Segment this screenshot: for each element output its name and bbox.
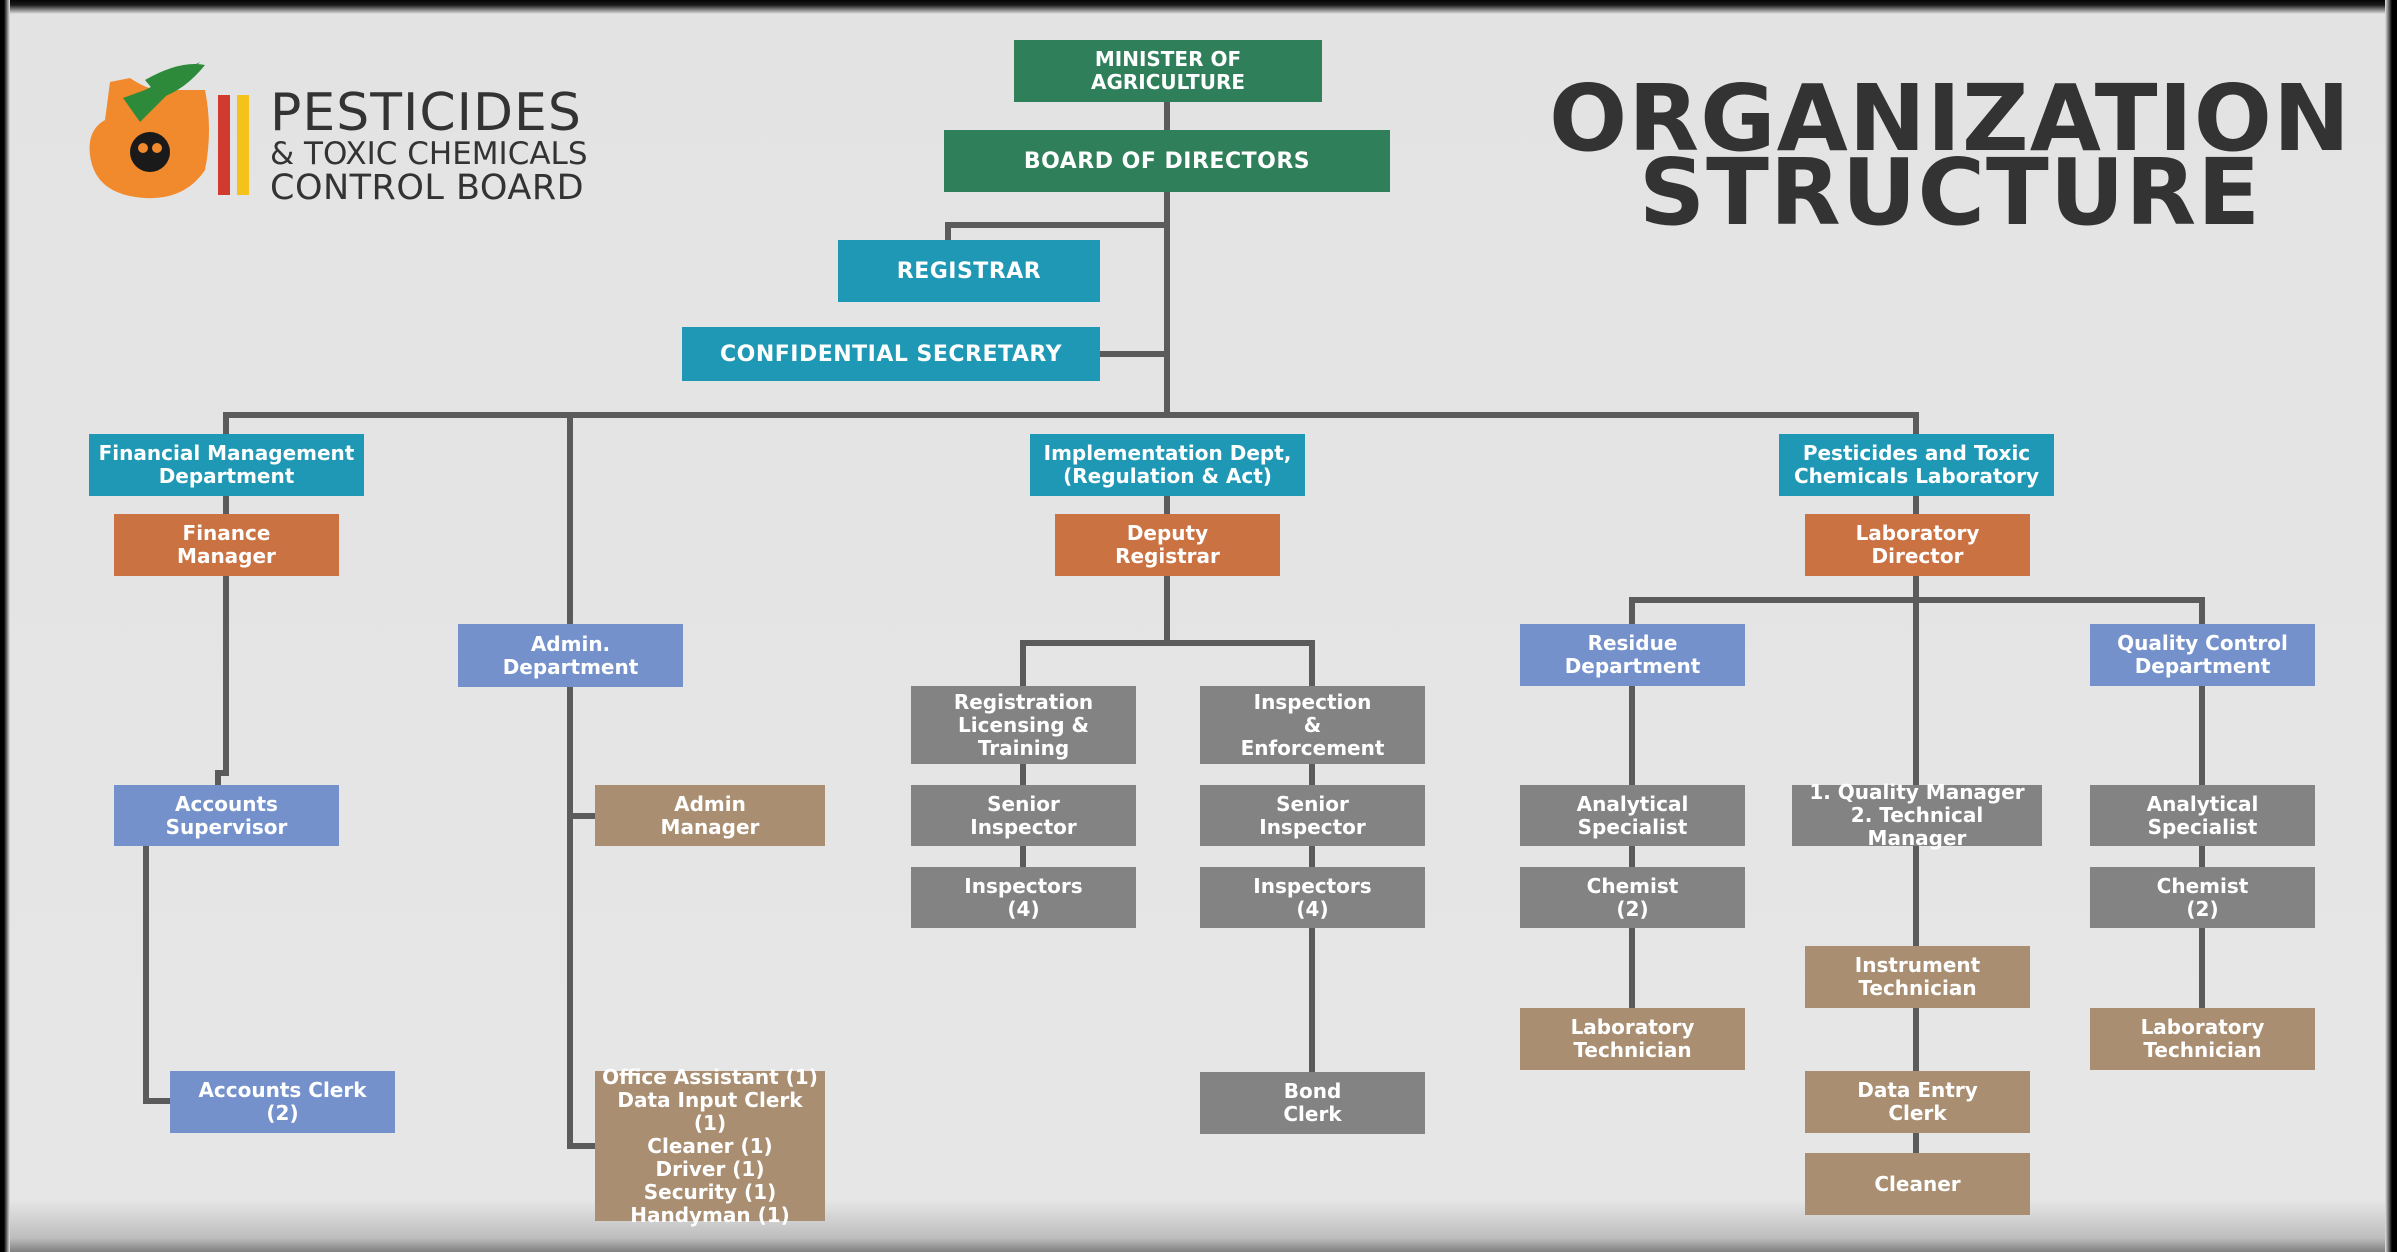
frame-left-edge [0,0,10,1252]
node-data-entry-clerk: Data Entry Clerk [1805,1071,2030,1133]
title-line-2: STRUCTURE [1638,139,2262,246]
logo-line-1: PESTICIDES [270,83,582,143]
node-accounts-supervisor: Accounts Supervisor [114,785,339,846]
node-qc-chemist: Chemist (2) [2090,867,2315,928]
logo-red-bar [218,95,230,195]
node-qc-analytical-specialist: Analytical Specialist [2090,785,2315,846]
logo-yellow-bar [237,95,249,195]
node-residue-chemist: Chemist (2) [1520,867,1745,928]
node-inspection-enforcement: Inspection & Enforcement [1200,686,1425,764]
node-qc-lab-technician: Laboratory Technician [2090,1008,2315,1070]
node-quality-technical-manager: 1. Quality Manager 2. Technical Manager [1792,781,2042,850]
node-pesticides-laboratory: Pesticides and Toxic Chemicals Laborator… [1779,434,2054,496]
node-residue-analytical-specialist: Analytical Specialist [1520,785,1745,846]
node-admin-support-staff: Office Assistant (1) Data Input Clerk (1… [595,1065,825,1226]
node-registration-licensing-training: Registration Licensing & Training [911,686,1136,764]
frame-right-edge [2385,0,2397,1252]
logo-leaf-2 [145,64,205,98]
node-residue-department: Residue Department [1520,624,1745,686]
node-admin-department: Admin. Department [458,624,683,687]
node-financial-management-department: Financial Management Department [89,434,364,496]
node-laboratory-director: Laboratory Director [1805,514,2030,576]
page-title: ORGANIZATION STRUCTURE [1520,65,2380,246]
node-instrument-technician: Instrument Technician [1805,946,2030,1008]
logo-wordmark: PESTICIDES & TOXIC CHEMICALS CONTROL BOA… [270,83,588,208]
node-quality-control-department: Quality Control Department [2090,624,2315,686]
node-insp-senior-inspector: Senior Inspector [1200,785,1425,846]
node-accounts-clerk: Accounts Clerk (2) [170,1071,395,1133]
node-reg-senior-inspector: Senior Inspector [911,785,1136,846]
pesticides-board-logo [89,62,249,199]
node-board-of-directors: BOARD OF DIRECTORS [944,130,1390,192]
node-confidential-secretary: CONFIDENTIAL SECRETARY [682,327,1100,381]
node-insp-inspectors: Inspectors (4) [1200,867,1425,928]
node-admin-manager: Admin Manager [595,785,825,846]
node-implementation-department: Implementation Dept, (Regulation & Act) [1030,434,1305,496]
node-finance-manager: Finance Manager [114,514,339,576]
node-deputy-registrar: Deputy Registrar [1055,514,1280,576]
node-residue-lab-technician: Laboratory Technician [1520,1008,1745,1070]
node-minister: MINISTER OF AGRICULTURE [1014,40,1322,102]
node-cleaner: Cleaner [1805,1153,2030,1215]
logo-line-3: CONTROL BOARD [270,168,585,208]
logo-skull [130,132,170,172]
node-bond-clerk: Bond Clerk [1200,1072,1425,1134]
logo-line-2: & TOXIC CHEMICALS [270,136,588,172]
node-reg-inspectors: Inspectors (4) [911,867,1136,928]
title-line-1: ORGANIZATION [1549,65,2351,172]
node-registrar: REGISTRAR [838,240,1100,302]
